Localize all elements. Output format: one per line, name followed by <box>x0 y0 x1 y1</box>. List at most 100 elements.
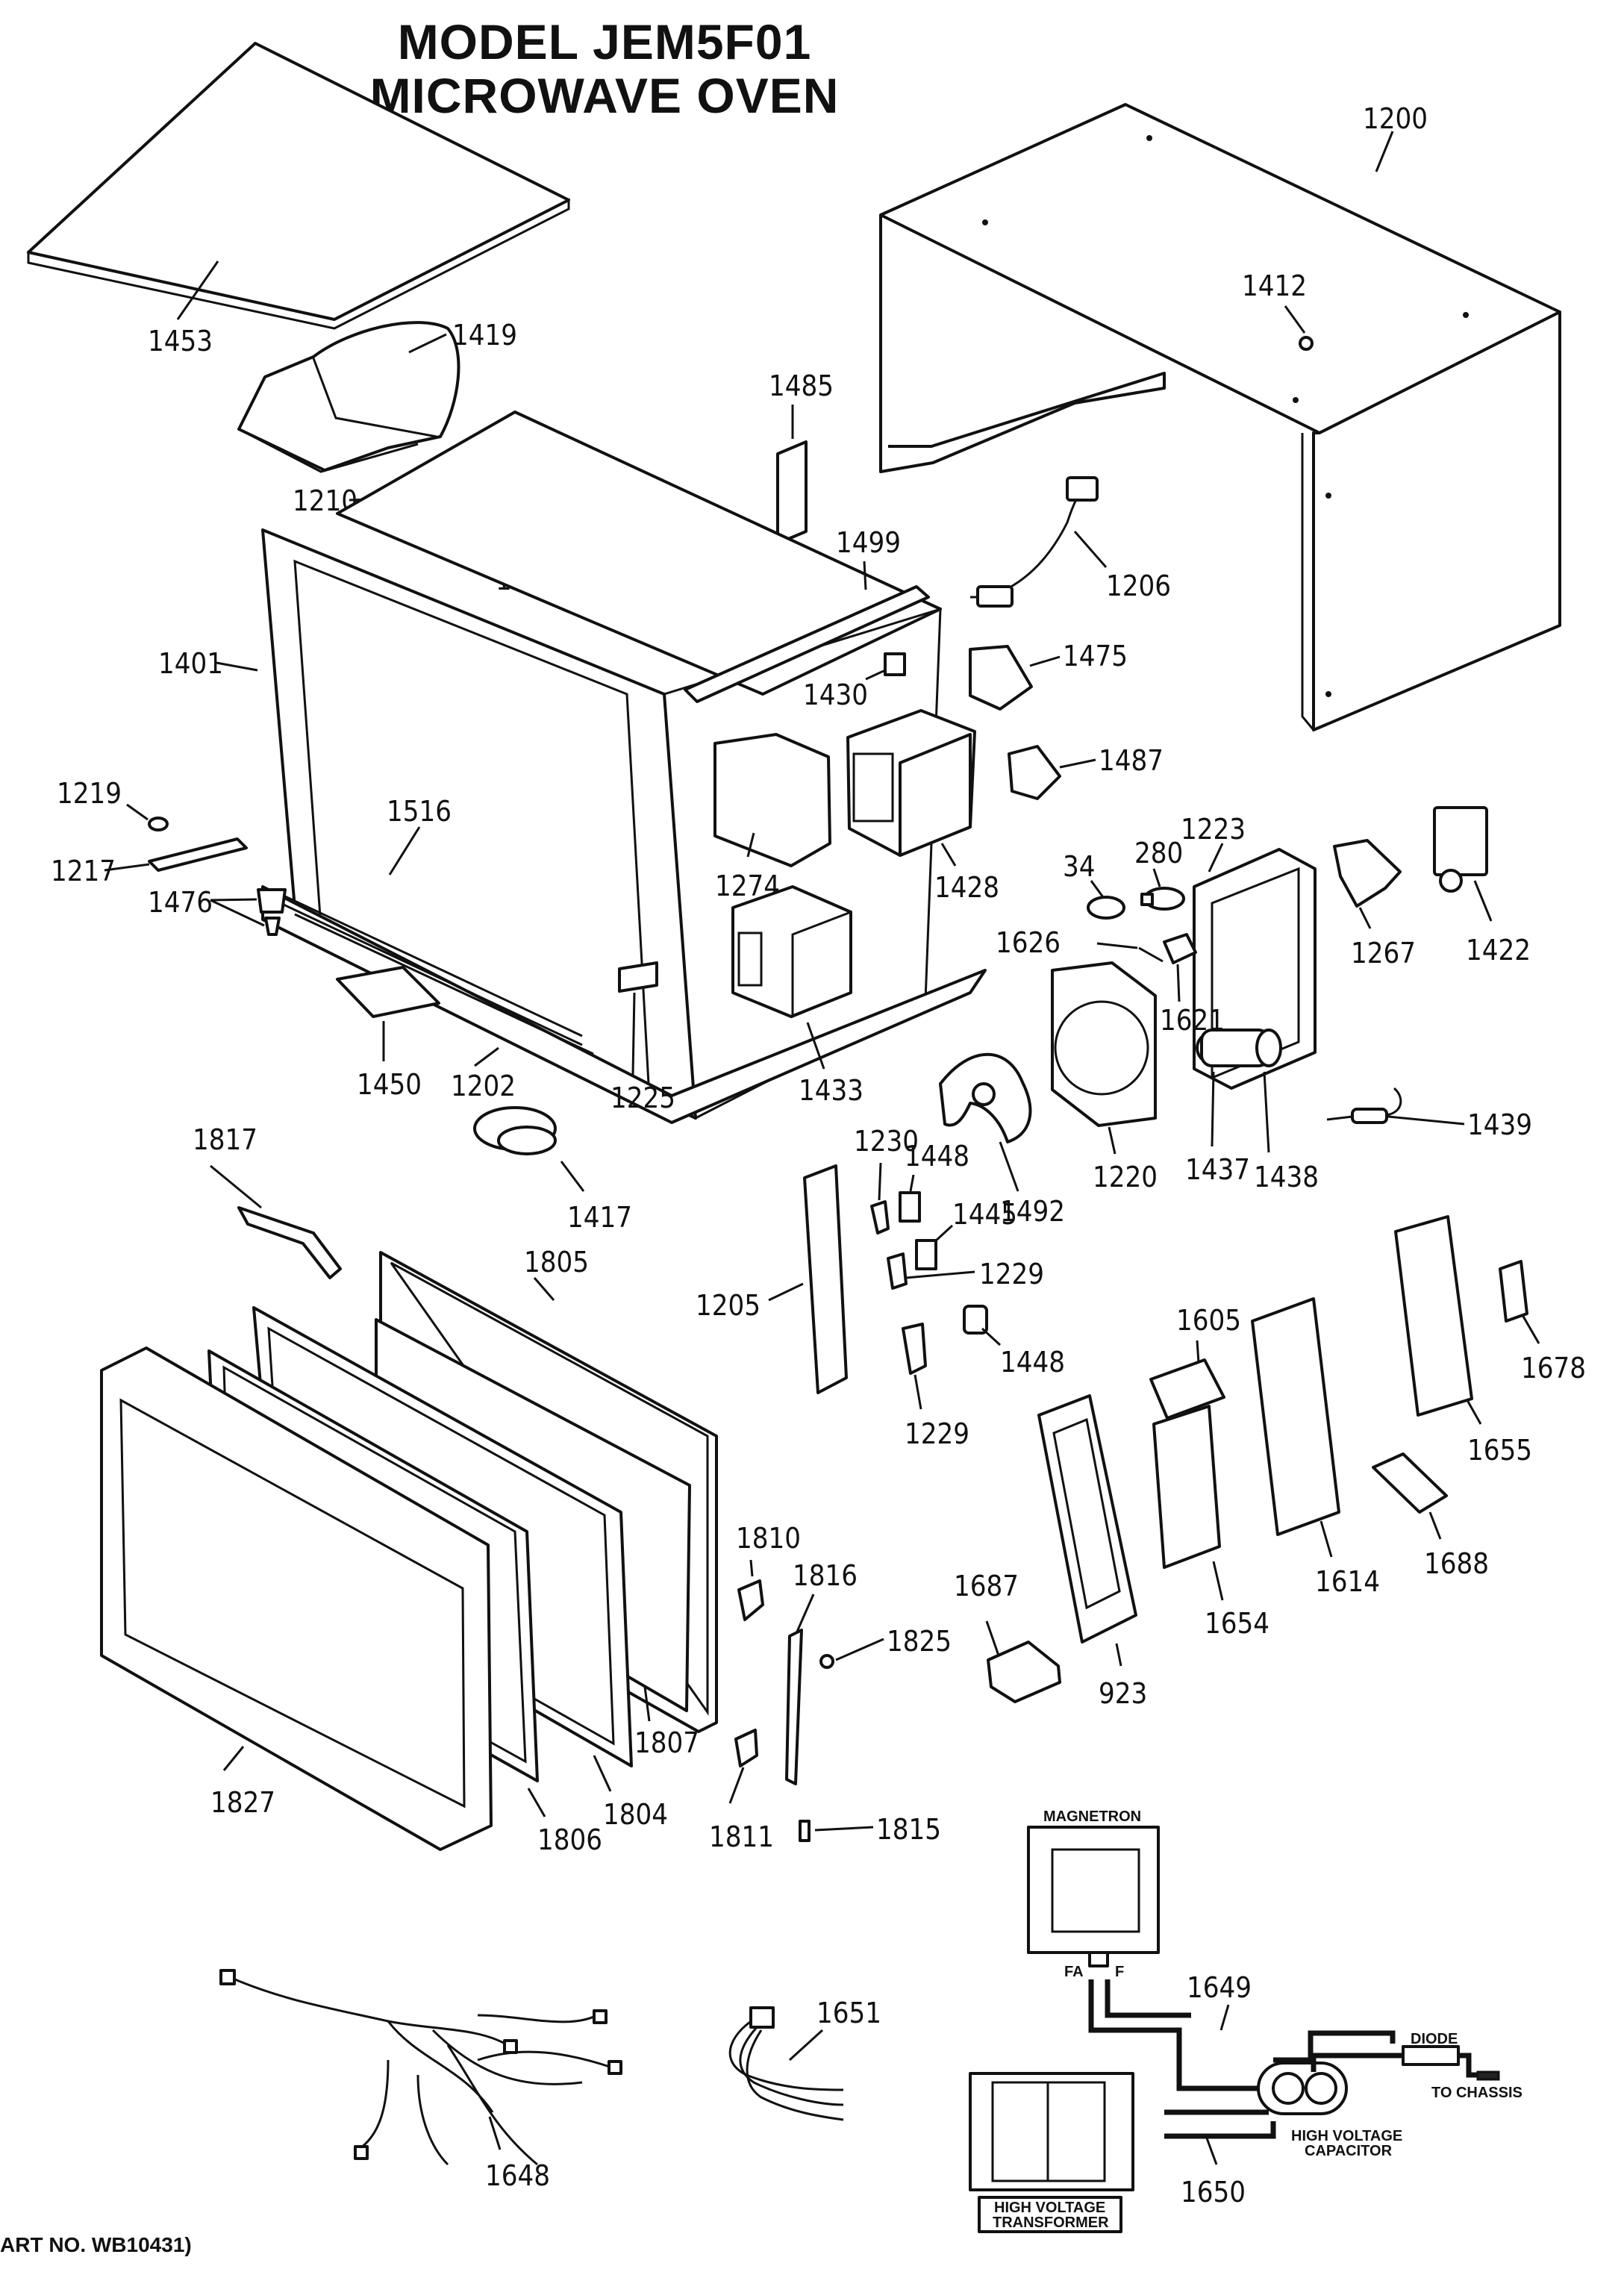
part-label-1453: 1453 <box>148 325 213 358</box>
latch-part <box>884 652 906 676</box>
switch-bracket-part <box>1333 839 1402 908</box>
spacer-part <box>618 961 658 993</box>
diagram-title-product: MICROWAVE OVEN <box>369 68 840 123</box>
schematic-transformer-label-2: TRANSFORMER <box>993 2215 1109 2231</box>
part-label-1815: 1815 <box>876 1813 941 1846</box>
part-label-280: 280 <box>1134 837 1183 870</box>
part-label-1419: 1419 <box>452 319 517 352</box>
part-label-1205: 1205 <box>696 1289 761 1322</box>
schematic-magnetron-label: MAGNETRON <box>1043 1808 1141 1825</box>
schematic-magnetron <box>1027 1826 1160 1967</box>
door-lock-part <box>1372 1452 1448 1514</box>
oven-cavity-part <box>261 411 987 1124</box>
part-label-1448-upper: 1448 <box>905 1140 969 1173</box>
part-label-1445: 1445 <box>952 1198 1017 1231</box>
schematic-capacitor <box>1257 2062 1348 2115</box>
rating-label-part <box>776 440 808 545</box>
foot-part <box>257 888 287 936</box>
part-label-1448-lower: 1448 <box>1000 1346 1065 1379</box>
control-board-part <box>1251 1297 1340 1536</box>
latch-screw-part <box>819 1654 834 1669</box>
part-label-1229-lower: 1229 <box>905 1417 969 1450</box>
latch-hook-part <box>737 1579 764 1621</box>
part-label-1219: 1219 <box>57 777 122 810</box>
part-label-1626: 1626 <box>996 926 1061 959</box>
part-label-1229-upper: 1229 <box>979 1258 1044 1290</box>
transformer-part <box>731 885 852 1019</box>
lamp-bulb-part <box>1140 887 1185 911</box>
schematic-wire-a <box>1088 1979 1261 2091</box>
capacitor-part <box>1196 1029 1282 1067</box>
part-label-1202: 1202 <box>451 1070 516 1102</box>
power-board-part <box>1394 1215 1473 1417</box>
part-label-1816: 1816 <box>793 1559 858 1592</box>
part-label-1827: 1827 <box>210 1786 275 1819</box>
mica-cover-part <box>336 966 440 1018</box>
interlock-switch-part <box>899 1191 921 1223</box>
schematic-transformer-plate <box>978 2196 1122 2233</box>
part-label-1806: 1806 <box>537 1823 602 1856</box>
part-label-1401: 1401 <box>158 647 223 680</box>
part-label-1499: 1499 <box>836 526 901 559</box>
schematic-wire-b <box>1105 1979 1191 2018</box>
part-label-1450: 1450 <box>357 1068 422 1101</box>
part-label-1417: 1417 <box>567 1201 632 1234</box>
control-panel-frame-part <box>1037 1394 1137 1644</box>
schematic-chassis-label: TO CHASSIS <box>1431 2085 1522 2101</box>
part-label-1817: 1817 <box>193 1123 257 1156</box>
schematic-terminal-fa: FA <box>1064 1964 1084 1980</box>
door-outer-frame-part <box>100 1346 493 1851</box>
part-label-1687: 1687 <box>954 1570 1019 1602</box>
schematic-capacitor-label-2: CAPACITOR <box>1305 2143 1393 2159</box>
part-label-1688: 1688 <box>1424 1547 1489 1580</box>
part-label-1804: 1804 <box>603 1798 668 1831</box>
schematic-transformer <box>969 2072 1134 2191</box>
part-label-1476: 1476 <box>148 886 213 919</box>
part-label-1433: 1433 <box>799 1074 863 1107</box>
turntable-motor-part <box>473 1106 557 1155</box>
small-nut-part <box>148 817 169 831</box>
door-switch-part <box>963 1305 988 1335</box>
part-label-1412: 1412 <box>1242 269 1307 302</box>
part-label-1492: 1492 <box>1000 1195 1065 1228</box>
part-label-1220: 1220 <box>1093 1161 1158 1193</box>
part-label-1811: 1811 <box>709 1820 774 1853</box>
diode-part <box>1326 1087 1402 1124</box>
display-window-part <box>1149 1358 1225 1420</box>
schematic-transformer-label-1: HIGH VOLTAGE <box>994 2200 1105 2216</box>
part-label-1422: 1422 <box>1466 934 1531 967</box>
schematic-diode-label: DIODE <box>1411 2031 1458 2047</box>
part-label-1516: 1516 <box>387 795 452 828</box>
part-label-34: 34 <box>1063 850 1096 883</box>
schematic-wire-e <box>1164 2121 1276 2139</box>
part-label-1475: 1475 <box>1063 640 1128 672</box>
part-label-1430: 1430 <box>803 678 868 711</box>
switch-lever-upper-part <box>887 1252 908 1290</box>
interlock-bracket-part <box>1008 745 1061 800</box>
touch-keypad-part <box>1152 1405 1221 1569</box>
schematic-capacitor-label-1: HIGH VOLTAGE <box>1291 2128 1402 2144</box>
part-label-1825: 1825 <box>887 1625 952 1658</box>
schematic-terminal-f: F <box>1115 1964 1124 1980</box>
switch-lever-lower-part <box>902 1323 927 1375</box>
part-label-1223: 1223 <box>1181 813 1246 846</box>
part-label-1678: 1678 <box>1521 1352 1586 1385</box>
support-rail-part <box>684 585 930 703</box>
latch-hook-lower-part <box>734 1729 758 1767</box>
spring-part <box>799 1820 811 1842</box>
door-release-button-part <box>987 1641 1061 1703</box>
waveguide-part <box>713 733 831 867</box>
part-label-923: 923 <box>1099 1677 1147 1710</box>
part-label-1605: 1605 <box>1176 1304 1241 1337</box>
part-label-1438: 1438 <box>1254 1161 1319 1193</box>
fan-shroud-part <box>1051 961 1157 1127</box>
part-label-1649: 1649 <box>1187 1971 1252 2004</box>
board-bracket-part <box>1499 1260 1528 1323</box>
lamp-holder-part <box>1163 933 1197 964</box>
part-label-1225: 1225 <box>610 1082 675 1114</box>
part-label-1267: 1267 <box>1351 937 1416 970</box>
interlock-spring-part <box>870 1200 890 1235</box>
diagram-title-model: MODEL JEM5F01 <box>397 14 812 69</box>
part-label-1614: 1614 <box>1315 1565 1380 1598</box>
